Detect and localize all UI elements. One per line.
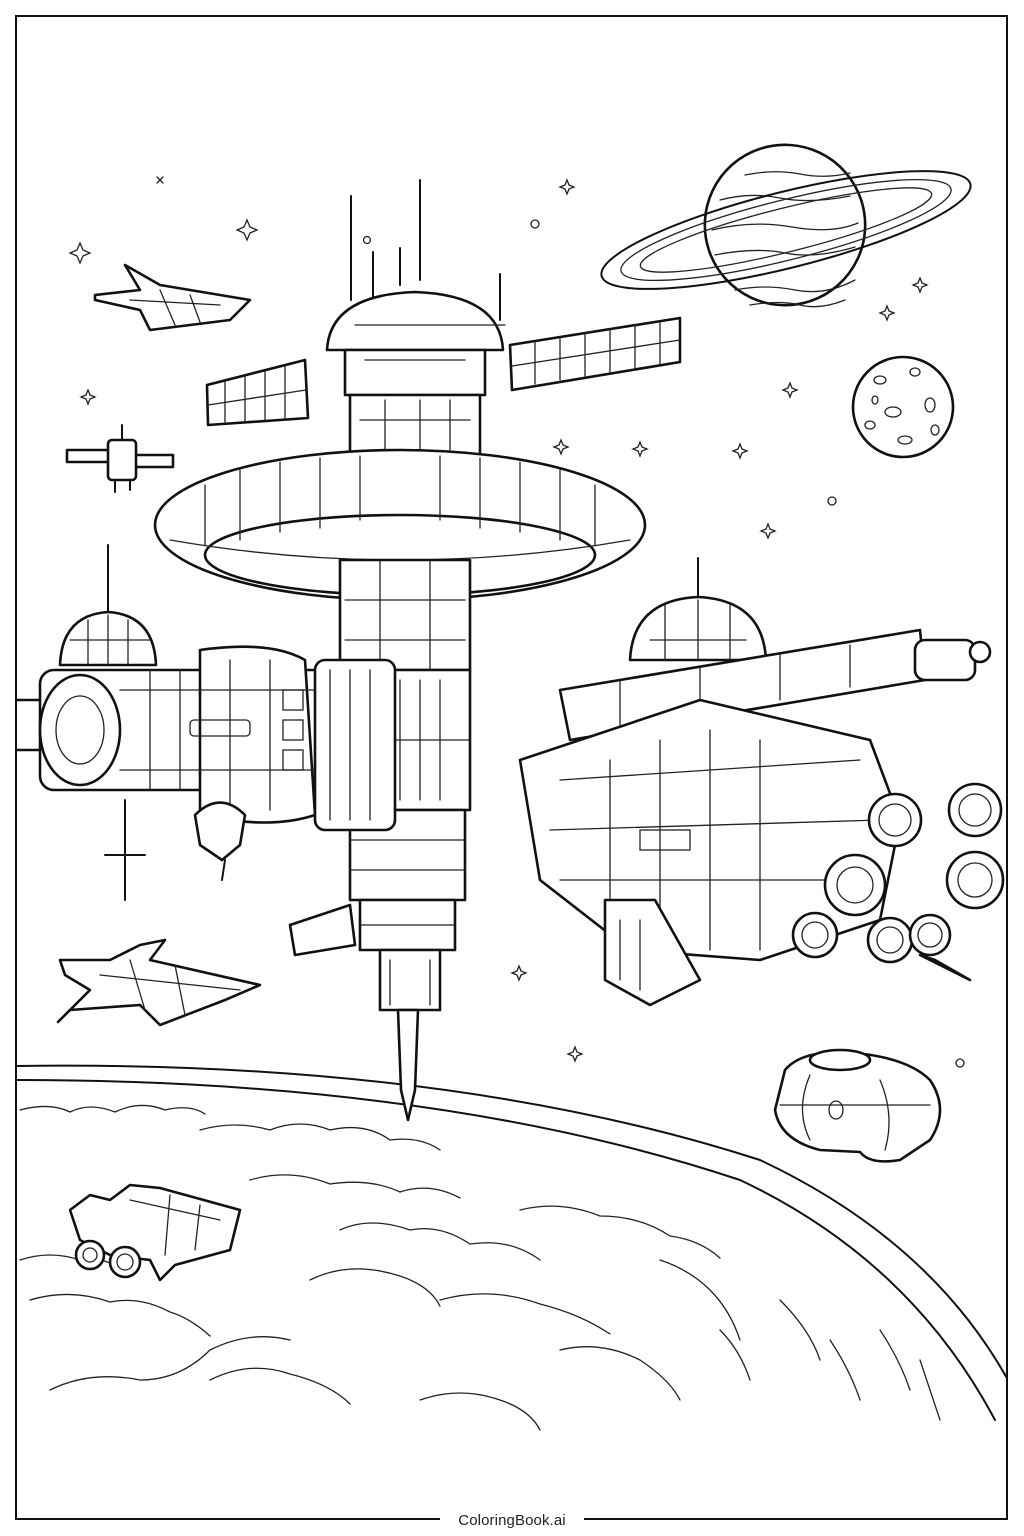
cratered-moon: [851, 355, 955, 459]
footer: ColoringBook.ai: [0, 1509, 1024, 1533]
planet-surface: [17, 1064, 1006, 1431]
small-satellite-left: [65, 424, 175, 493]
ringed-planet: [600, 143, 972, 308]
left-habitat-module: [17, 544, 397, 901]
shuttle-bottom-left: [68, 1183, 242, 1282]
escape-pod-right: [773, 1048, 942, 1163]
brand-label: ColoringBook.ai: [440, 1509, 584, 1533]
fighter-ship-top-left: [93, 263, 252, 332]
docked-battleship: [518, 557, 1005, 1007]
fighter-ship-mid-left: [56, 938, 262, 1027]
central-space-station: [153, 179, 682, 1122]
stars: [68, 176, 965, 1068]
engine-thrusters: [791, 782, 1005, 964]
